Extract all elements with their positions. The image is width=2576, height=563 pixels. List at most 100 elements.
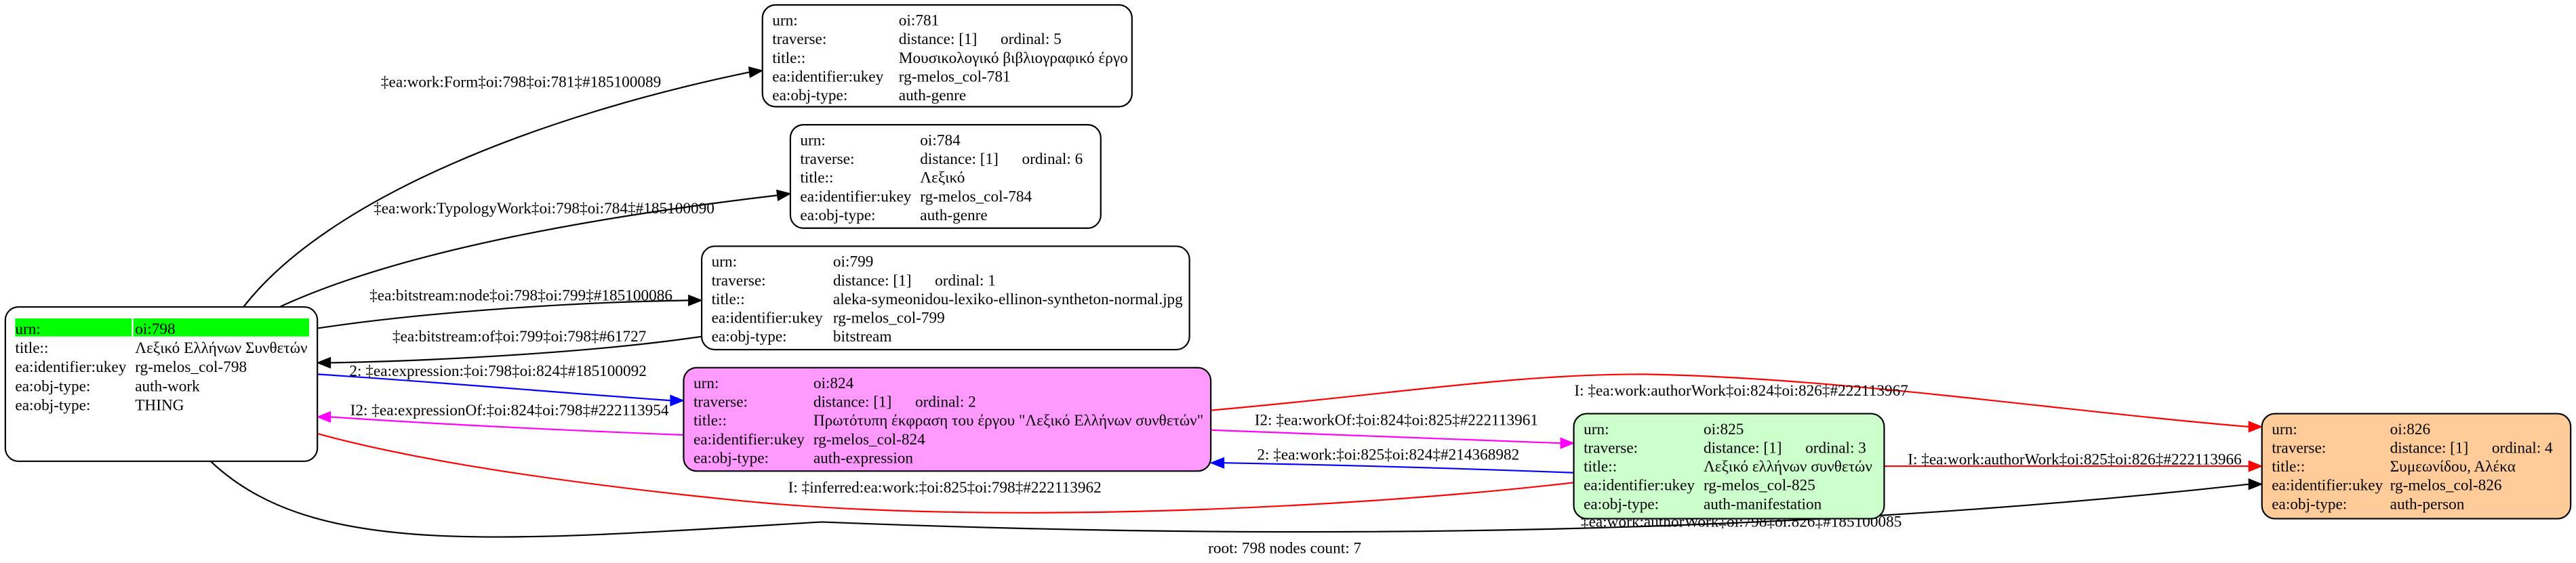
root-highlight	[133, 318, 310, 337]
node-field-value: rg-melos_col-825	[1704, 477, 1815, 495]
edge-798-to-784[interactable]: ‡ea:work:TypologyWork‡oi:798‡oi:784‡#185…	[279, 189, 792, 308]
node-field-value: auth-genre	[920, 207, 987, 224]
node-field-value: rg-melos_col-798	[135, 358, 247, 376]
node-field-label: ea:identifier:ukey	[693, 431, 805, 449]
arrowhead-icon	[688, 294, 703, 307]
edge-798-to-824[interactable]: 2: ‡ea:expression:‡oi:798‡oi:824‡#185100…	[317, 362, 685, 406]
edge-825-to-824[interactable]: 2: ‡ea:work:‡oi:825‡oi:824‡#214368982	[1209, 446, 1574, 474]
edge-824-to-825[interactable]: I2: ‡ea:workOf:‡oi:824‡oi:825‡#222113961	[1211, 411, 1575, 449]
node-field-value: Συμεωνίδου, Αλέκα	[2390, 458, 2516, 476]
edge-825-to-826[interactable]: I: ‡ea:work:authorWork‡oi:825‡oi:826‡#22…	[1884, 451, 2263, 472]
node-field-value-ordinal: ordinal: 5	[1001, 30, 1062, 48]
edge-label: I2: ‡ea:workOf:‡oi:824‡oi:825‡#222113961	[1255, 411, 1538, 429]
node-field-value: distance: [1]	[833, 272, 912, 289]
node-field-value: rg-melos_col-781	[899, 68, 1011, 85]
node-field-value: distance: [1]	[813, 394, 892, 411]
node-field-label: ea:identifier:ukey	[1584, 477, 1695, 495]
node-field-label: ea:obj-type:	[772, 87, 847, 104]
node-field-label: title::	[772, 49, 805, 67]
edge-line	[1224, 462, 1574, 474]
node-field-label: ea:identifier:ukey	[15, 358, 126, 376]
edge-798-to-826[interactable]: ‡ea:work:authorWork‡oi:798‡oi:826‡#18510…	[209, 460, 2263, 538]
node-field-value: rg-melos_col-784	[920, 188, 1032, 205]
node-field-label: ea:obj-type:	[693, 449, 769, 467]
node-field-label: traverse:	[693, 394, 748, 411]
arrowhead-icon	[1560, 437, 1575, 449]
edge-line	[243, 71, 750, 308]
edge-line	[279, 194, 778, 308]
node-field-label: urn:	[693, 375, 719, 392]
node-field-value: oi:799	[833, 253, 873, 271]
node-field-label: ea:obj-type:	[712, 328, 787, 346]
edge-label: 2: ‡ea:expression:‡oi:798‡oi:824‡#185100…	[349, 362, 646, 380]
edge-824-to-798[interactable]: I2: ‡ea:expressionOf:‡oi:824‡oi:798‡#222…	[316, 402, 684, 436]
node-box	[2261, 413, 2572, 520]
node-field-value: oi:824	[813, 375, 854, 392]
edge-label: ‡ea:work:Form‡oi:798‡oi:781‡#185100089	[381, 73, 661, 91]
edge-824-to-826[interactable]: I: ‡ea:work:authorWork‡oi:824‡oi:826‡#22…	[1211, 373, 2263, 433]
edge-798-to-781[interactable]: ‡ea:work:Form‡oi:798‡oi:781‡#185100089	[243, 66, 764, 308]
edge-label: ‡ea:bitstream:of‡oi:799‡oi:798‡#61727	[393, 328, 647, 346]
edge-label: I: ‡inferred:ea:work:‡oi:825‡oi:798‡#222…	[788, 479, 1102, 497]
nodes-layer: urn: oi:781 traverse: distance: [1] ordinal:…	[4, 4, 2572, 520]
node-field-value-ordinal: ordinal: 6	[1022, 150, 1083, 168]
node-field-value: Μουσικολογικό βιβλιογραφικό έργο	[899, 49, 1128, 67]
arrowhead-icon	[2248, 460, 2263, 472]
node-box	[700, 245, 1190, 351]
node-box	[1573, 413, 1885, 520]
node-824[interactable]: urn: oi:824 traverse: distance: [1] ordinal:…	[683, 367, 1212, 472]
node-field-value: oi:781	[899, 12, 939, 30]
node-field-label: title::	[15, 339, 48, 357]
edge-label: I: ‡ea:work:authorWork‡oi:824‡oi:826‡#22…	[1574, 382, 1908, 400]
node-field-value: oi:798	[135, 320, 175, 338]
edge-label: 2: ‡ea:work:‡oi:825‡oi:824‡#214368982	[1257, 446, 1519, 463]
node-field-value: distance: [1]	[899, 30, 978, 48]
arrowhead-icon	[670, 394, 685, 406]
node-field-value: auth-expression	[813, 449, 914, 467]
node-field-value: aleka-symeonidou-lexiko-ellinon-syntheto…	[833, 291, 1183, 308]
node-field-label: title::	[800, 169, 833, 187]
arrowhead-icon	[1209, 457, 1225, 469]
edge-799-to-798[interactable]: ‡ea:bitstream:of‡oi:799‡oi:798‡#61727	[316, 328, 702, 369]
node-field-label: traverse:	[1584, 439, 1638, 457]
node-field-label: title::	[1584, 458, 1617, 476]
arrowhead-icon	[316, 411, 331, 423]
arrowhead-icon	[2248, 421, 2263, 433]
edge-label: I: ‡ea:work:authorWork‡oi:825‡oi:826‡#22…	[1908, 451, 2242, 469]
node-box	[789, 124, 1102, 229]
node-field-value: oi:784	[920, 131, 961, 149]
node-field-label: urn:	[800, 131, 825, 149]
node-field-value: Πρωτότυπη έκφραση του έργου "Λεξικό Ελλή…	[813, 412, 1203, 430]
root-highlight	[15, 318, 132, 337]
node-field-value-ordinal: ordinal: 2	[915, 394, 976, 411]
node-field-value: Λεξικό Ελλήνων Συνθετών	[135, 339, 307, 357]
edges-layer: ‡ea:work:Form‡oi:798‡oi:781‡#185100089 ‡e…	[209, 66, 2263, 538]
node-field-value: rg-melos_col-826	[2390, 477, 2502, 495]
node-field-label: urn:	[712, 253, 737, 271]
edge-line	[1211, 373, 2249, 428]
node-field-label: traverse:	[2272, 439, 2326, 457]
node-field-label: ea:obj-type:	[15, 396, 90, 414]
node-field-value: Λεξικό ελλήνων συνθετών	[1704, 458, 1872, 476]
node-box	[683, 367, 1212, 472]
edge-line	[317, 373, 671, 402]
edge-line	[330, 335, 702, 364]
node-field-value: oi:825	[1704, 421, 1744, 438]
graph-footer: root: 798 nodes count: 7	[1208, 539, 1361, 557]
arrowhead-icon	[316, 356, 331, 369]
arrowhead-icon	[776, 189, 792, 201]
edge-label: ‡ea:work:TypologyWork‡oi:798‡oi:784‡#185…	[374, 200, 715, 217]
edge-label: I2: ‡ea:expressionOf:‡oi:824‡oi:798‡#222…	[350, 402, 669, 419]
edge-798-to-799[interactable]: ‡ea:bitstream:node‡oi:798‡oi:799‡#185100…	[317, 287, 703, 329]
node-field-value: Λεξικό	[920, 169, 965, 187]
node-field-value: THING	[135, 396, 184, 414]
edge-line	[274, 419, 1574, 514]
